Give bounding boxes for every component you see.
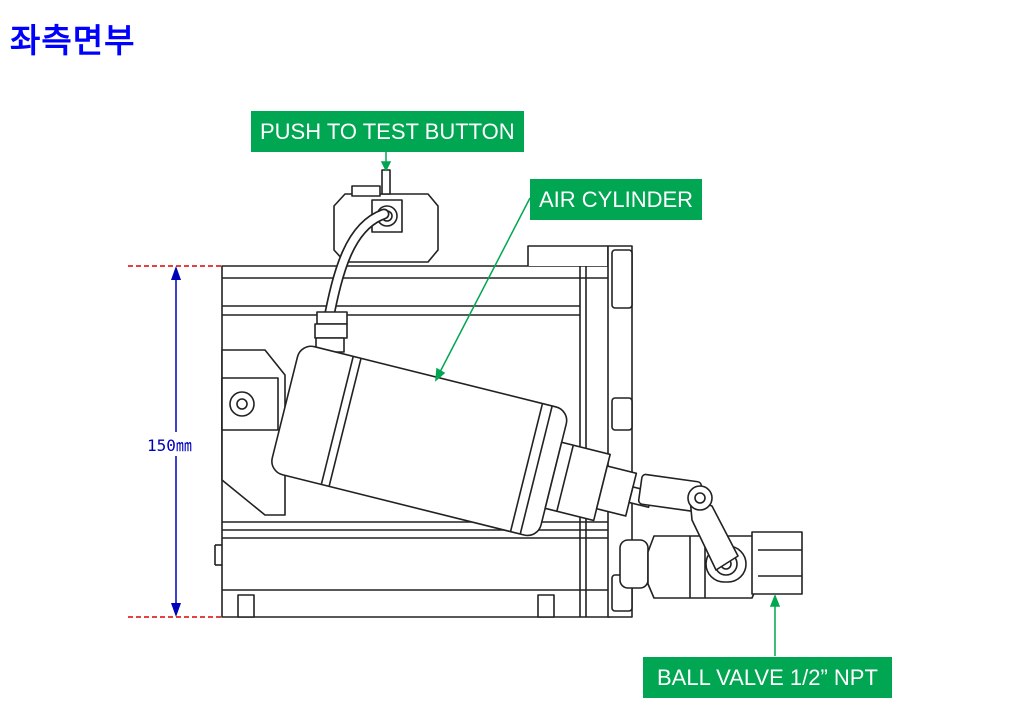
push-to-test-callout: PUSH TO TEST BUTTON: [251, 111, 524, 152]
valve-lever: [637, 473, 739, 571]
ball-valve-callout: BALL VALVE 1/2” NPT: [643, 657, 892, 698]
left-bracket: [221, 349, 286, 516]
hose: [314, 208, 390, 353]
air-cylinder-callout: AIR CYLINDER: [530, 179, 703, 220]
page-title: 좌측면부: [10, 21, 136, 60]
leader-air-cylinder: [439, 197, 531, 373]
air-cylinder: [271, 345, 654, 537]
dimension-label: 150㎜: [145, 432, 194, 456]
